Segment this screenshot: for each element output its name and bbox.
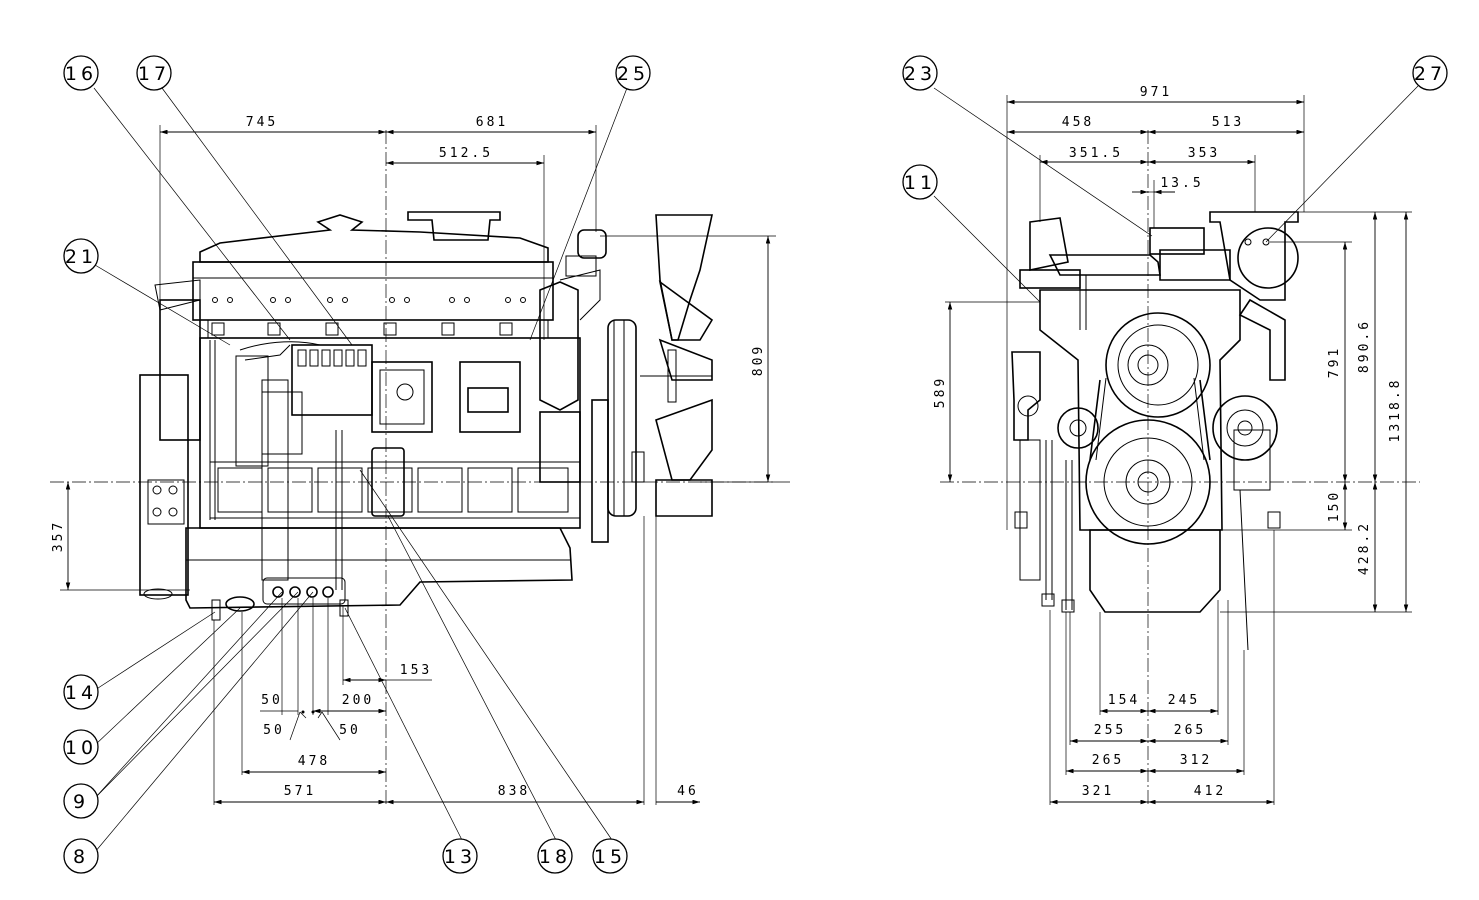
balloon-11: 11 <box>902 164 938 200</box>
dim-513: 513 <box>1212 115 1244 130</box>
dim-351-5: 351.5 <box>1069 146 1123 161</box>
balloon-14: 14 <box>63 674 99 710</box>
dim-1318-8: 1318.8 <box>1388 378 1403 443</box>
balloon-13-label: 13 <box>444 846 476 868</box>
dim-412: 412 <box>1194 784 1226 799</box>
dim-589: 589 <box>933 376 948 408</box>
dim-46: 46 <box>677 784 699 799</box>
balloon-25-label: 25 <box>617 63 649 85</box>
dim-353: 353 <box>1188 146 1220 161</box>
balloon-13: 13 <box>442 838 478 874</box>
dim-478: 478 <box>298 754 330 769</box>
balloon-25: 25 <box>615 55 651 91</box>
dim-890-6: 890.6 <box>1357 319 1372 373</box>
dim-681: 681 <box>476 115 508 130</box>
fan <box>640 214 714 517</box>
dim-971: 971 <box>1140 85 1172 100</box>
dim-357: 357 <box>51 520 66 552</box>
balloon-9: 9 <box>63 783 99 819</box>
dim-745: 745 <box>246 115 278 130</box>
balloon-14-label: 14 <box>65 682 97 704</box>
dim-571: 571 <box>284 784 316 799</box>
block-bays <box>217 467 569 513</box>
balloon-27-label: 27 <box>1414 63 1446 85</box>
dim-838: 838 <box>498 784 530 799</box>
balloon-16-label: 16 <box>65 63 97 85</box>
side-view: 745 681 512.5 809 357 153 50 200 50 50 4… <box>50 55 790 874</box>
dim-255: 255 <box>1094 723 1126 738</box>
balloon-10: 10 <box>63 729 99 765</box>
front-view: 971 458 513 351.5 353 13.5 589 791 890.6… <box>902 55 1448 805</box>
dim-265-top: 265 <box>1174 723 1206 738</box>
balloon-27: 27 <box>1412 55 1448 91</box>
dim-312: 312 <box>1180 753 1212 768</box>
injector-lines <box>297 349 367 367</box>
balloon-16: 16 <box>63 55 99 91</box>
dim-13-5: 13.5 <box>1160 176 1203 191</box>
balloon-9-label: 9 <box>73 791 89 813</box>
head-gasket-bolts <box>211 322 513 336</box>
dim-321: 321 <box>1082 784 1114 799</box>
dim-50-left: 50 <box>261 693 283 708</box>
dim-50-bottom-left: 50 <box>263 723 285 738</box>
dim-791: 791 <box>1327 346 1342 378</box>
balloon-21: 21 <box>63 238 99 274</box>
dim-200: 200 <box>342 693 374 708</box>
dim-809: 809 <box>751 344 766 376</box>
balloon-10-label: 10 <box>65 737 97 759</box>
balloon-11-label: 11 <box>904 172 936 194</box>
dim-245: 245 <box>1168 693 1200 708</box>
drain-plugs <box>211 577 349 621</box>
balloon-18: 18 <box>537 838 573 874</box>
dim-265-bottom: 265 <box>1092 753 1124 768</box>
balloon-23: 23 <box>902 55 938 91</box>
balloon-18-label: 18 <box>539 846 571 868</box>
balloon-17: 17 <box>136 55 172 91</box>
balloon-15: 15 <box>592 838 628 874</box>
dim-428-2: 428.2 <box>1357 521 1372 575</box>
balloon-8-label: 8 <box>73 846 89 868</box>
balloon-8: 8 <box>63 838 99 874</box>
dim-153: 153 <box>400 663 432 678</box>
dim-512-5: 512.5 <box>439 146 493 161</box>
dim-458: 458 <box>1062 115 1094 130</box>
balloon-23-label: 23 <box>904 63 936 85</box>
balloon-17-label: 17 <box>138 63 170 85</box>
head-bolts <box>212 297 526 303</box>
dim-150: 150 <box>1327 490 1342 522</box>
balloon-15-label: 15 <box>594 846 626 868</box>
dim-50-bottom-right: 50 <box>339 723 361 738</box>
balloon-21-label: 21 <box>65 246 97 268</box>
dim-154: 154 <box>1108 693 1140 708</box>
